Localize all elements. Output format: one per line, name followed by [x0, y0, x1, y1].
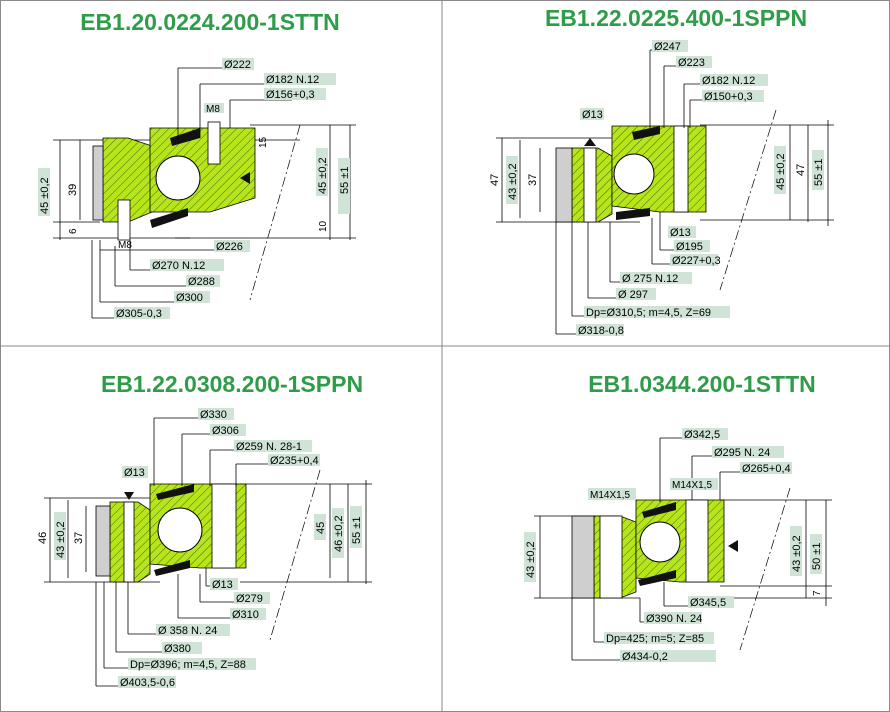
- bolt-hole-top: [207, 121, 221, 165]
- p2-dim-o297: Ø 297: [618, 289, 648, 301]
- p1-dim-45-right: 45 ±0,2: [317, 157, 329, 194]
- gear-teeth: [555, 147, 573, 223]
- gear-teeth: [571, 515, 595, 599]
- p2-dim-o275: Ø 275 N.12: [622, 273, 678, 285]
- p3-dim-o403: Ø403,5-0,6: [120, 677, 175, 689]
- ball-race: [639, 521, 681, 563]
- panel-2: EB1.22.0225.400-1SPPN: [489, 5, 834, 337]
- p2-dim-o195: Ø195: [676, 241, 703, 253]
- p1-dim-o270: Ø270 N.12: [152, 260, 205, 272]
- p2-dim-o227: Ø227+0,3: [672, 255, 721, 267]
- panel-1-title: EB1.20.0224.200-1STTN: [80, 9, 340, 35]
- p1-dim-55: 55 ±1: [339, 167, 351, 194]
- p1-dim-o156: Ø156+0,3: [266, 89, 315, 101]
- p3-dim-o330: Ø330: [200, 409, 227, 421]
- p1-dim-15: 15: [258, 136, 269, 148]
- p3-dim-46-right: 46 ±0,2: [333, 515, 345, 552]
- ball-race: [613, 153, 655, 195]
- p2-dim-47-right: 47: [795, 164, 807, 176]
- p1-dim-m8-bottom: M8: [118, 240, 132, 251]
- p2-dim-o247: Ø247: [654, 41, 681, 53]
- p1-dim-45-left: 45 ±0,2: [39, 177, 51, 214]
- panel-4: EB1.0344.200-1STTN Ø342,5: [524, 371, 832, 663]
- panel-3: EB1.22.0308.200-1SPPN: [37, 371, 372, 689]
- p1-dim-m8-top: M8: [206, 104, 220, 115]
- p3-dim-45: 45: [315, 522, 327, 534]
- p2-dim-o13-top: Ø13: [582, 109, 603, 121]
- gear-teeth: [92, 145, 104, 221]
- p2-dim-o13-bottom: Ø13: [670, 227, 691, 239]
- p3-dim-46-left: 46: [37, 532, 49, 544]
- p4-dim-43-right: 43 ±0,2: [791, 535, 803, 572]
- p1-dim-o182: Ø182 N.12: [266, 74, 319, 86]
- ball-race: [155, 155, 201, 201]
- panel-2-title: EB1.22.0225.400-1SPPN: [545, 5, 807, 31]
- p4-dim-dp: Dp=425; m=5; Z=85: [606, 633, 704, 645]
- p4-dim-7: 7: [812, 590, 823, 596]
- bolt-hole-outer: [583, 147, 597, 223]
- bolt-hole-outer: [123, 501, 135, 583]
- p2-dim-o182: Ø182 N.12: [702, 75, 755, 87]
- gear-teeth: [95, 505, 111, 577]
- panel-4-title: EB1.0344.200-1STTN: [588, 371, 816, 397]
- p2-dim-43: 43 ±0,2: [507, 163, 519, 200]
- p1-dim-o226: Ø226: [216, 241, 243, 253]
- bolt-hole-inner: [673, 125, 689, 213]
- p3-dim-o279: Ø279: [236, 593, 263, 605]
- panel-3-title: EB1.22.0308.200-1SPPN: [101, 371, 363, 397]
- p4-dim-o390: Ø390 N. 24: [646, 613, 702, 625]
- p4-dim-m14-outer: M14X1,5: [590, 490, 630, 501]
- p3-dim-43: 43 ±0,2: [55, 521, 67, 558]
- ball-race: [157, 507, 203, 553]
- p1-dim-39: 39: [67, 184, 79, 196]
- p3-dim-dp: Dp=Ø396; m=4,5, Z=88: [130, 659, 246, 671]
- p4-dim-o342: Ø342,5: [684, 429, 720, 441]
- p1-dim-o300: Ø300: [176, 292, 203, 304]
- p1-dim-10: 10: [318, 220, 329, 232]
- bolt-hole-inner: [211, 483, 237, 569]
- thread-hole-inner: [685, 499, 709, 583]
- p2-dim-o318: Ø318-0,8: [578, 325, 624, 337]
- p3-dim-o310: Ø310: [232, 609, 259, 621]
- p2-dim-55: 55 ±1: [813, 159, 825, 186]
- p3-dim-o13-bottom: Ø13: [212, 579, 233, 591]
- panel-1: EB1.20.0224.200-1STTN: [38, 9, 356, 320]
- p2-dim-dp: Dp=Ø310,5; m=4,5, Z=69: [586, 307, 711, 319]
- p4-dim-43-left: 43 ±0,2: [525, 541, 537, 578]
- p1-dim-6: 6: [68, 228, 79, 234]
- p2-dim-45: 45 ±0,2: [775, 153, 787, 190]
- p3-dim-37: 37: [73, 532, 85, 544]
- p4-dim-50: 50 ±1: [811, 543, 823, 570]
- p3-dim-55: 55 ±1: [351, 517, 363, 544]
- p3-dim-o259: Ø259 N. 28-1: [236, 441, 302, 453]
- p2-dim-o223: Ø223: [678, 57, 705, 69]
- p3-dim-o358: Ø 358 N. 24: [158, 625, 217, 637]
- p2-dim-o150: Ø150+0,3: [704, 91, 753, 103]
- p3-dim-o306: Ø306: [212, 425, 239, 437]
- p2-dim-47-left: 47: [489, 174, 501, 186]
- p2-dim-37: 37: [527, 174, 539, 186]
- p1-dim-o288: Ø288: [188, 276, 215, 288]
- p1-dim-o222: Ø222: [224, 59, 251, 71]
- bolt-hole-bottom: [117, 199, 131, 241]
- p4-dim-o434: Ø434-0,2: [622, 651, 668, 663]
- p4-dim-o265: Ø265+0,4: [742, 463, 791, 475]
- p4-dim-o345: Ø345,5: [690, 597, 726, 609]
- p3-dim-o235: Ø235+0,4: [270, 455, 319, 467]
- thread-hole-outer: [599, 515, 623, 599]
- p3-dim-o13-top: Ø13: [124, 467, 145, 479]
- p3-dim-o380: Ø380: [164, 643, 191, 655]
- p1-dim-o305: Ø305-0,3: [116, 308, 162, 320]
- p4-dim-m14-inner: M14X1,5: [672, 480, 712, 491]
- p4-dim-o295: Ø295 N. 24: [714, 447, 770, 459]
